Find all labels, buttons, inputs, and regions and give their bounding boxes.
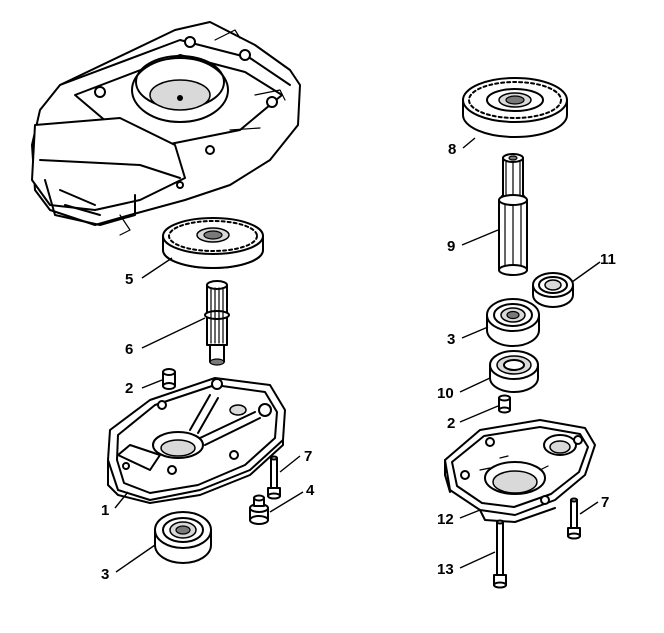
part-5-gear: [162, 217, 264, 269]
part-4-plug: [249, 494, 269, 525]
part-2-dowel-pin-right: [498, 394, 511, 414]
part-3-bearing-left: [154, 511, 212, 564]
callout-3-left-bottom: 3: [101, 566, 109, 583]
callout-12: 12: [437, 511, 454, 528]
callout-4: 4: [306, 482, 315, 499]
callout-7-left: 7: [304, 448, 312, 465]
part-1-lower-housing: [107, 377, 286, 504]
callout-9: 9: [447, 238, 455, 255]
callout-13: 13: [437, 561, 454, 578]
callout-6: 6: [125, 341, 133, 358]
part-7-screw-right: [567, 497, 581, 540]
callout-10: 10: [437, 385, 454, 402]
part-9-splined-shaft: [498, 153, 528, 276]
part-12-cover-plate: [444, 419, 596, 523]
part-7-screw-left: [267, 455, 281, 500]
callout-5: 5: [125, 271, 133, 288]
callout-3-right: 3: [447, 331, 455, 348]
callout-8: 8: [448, 141, 456, 158]
part-2-dowel-pin-left: [162, 368, 176, 390]
part-6-splined-shaft: [204, 280, 230, 366]
part-11-bearing: [532, 272, 574, 308]
callout-1: 1: [101, 502, 109, 519]
callout-11: 11: [600, 251, 616, 268]
part-10-seal: [489, 350, 539, 393]
callout-7-right: 7: [601, 494, 609, 511]
gearbox-housing: [31, 21, 301, 236]
callout-2-right: 2: [447, 415, 455, 432]
leader-lines: [114, 137, 601, 573]
callout-2-left: 2: [125, 380, 133, 397]
callout-labels: 5 6 2 1 3 7 4 8 9 11 3 10 2 12 7 13: [101, 141, 616, 583]
part-13-long-screw: [493, 519, 507, 589]
part-8-gear: [462, 77, 568, 138]
part-3-bearing-right: [486, 298, 540, 347]
